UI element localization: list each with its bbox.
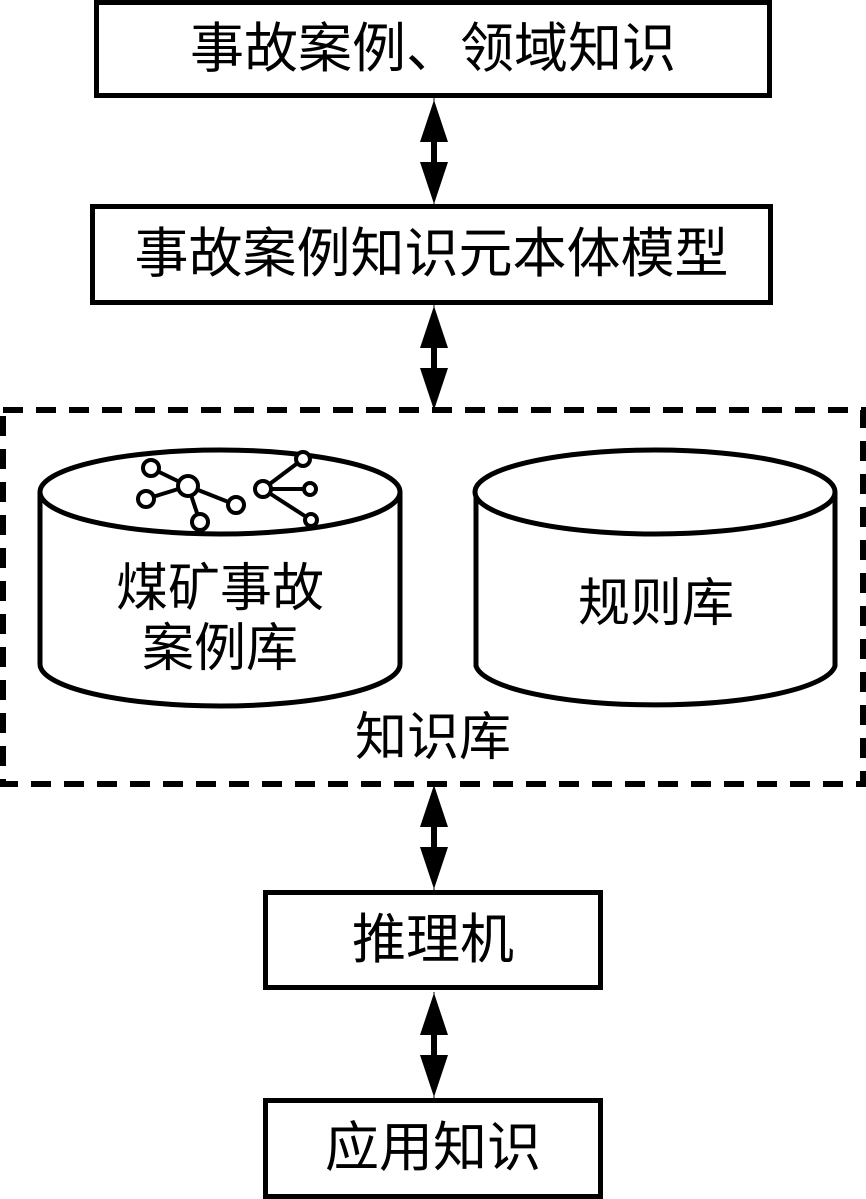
inference-box <box>263 890 603 990</box>
arrow-inference-application <box>420 992 448 1098</box>
arrow-knowledge-base-inference <box>420 785 448 890</box>
rule-database-cylinder <box>472 447 838 708</box>
rule-database-label: 规则库 <box>577 574 734 635</box>
case-database-label-line1: 煤矿事故 <box>115 559 324 620</box>
knowledge-base-label: 知识库 <box>354 708 511 769</box>
inference-label: 推理机 <box>352 907 514 971</box>
case-database-label: 煤矿事故 案例库 <box>60 550 380 690</box>
arrow-ontology-knowledge-base <box>420 305 448 410</box>
ontology-label: 事故案例知识元本体模型 <box>134 222 729 286</box>
case-database-label-line2: 案例库 <box>141 619 298 679</box>
source-label: 事故案例、领域知识 <box>190 16 676 80</box>
application-label: 应用知识 <box>325 1116 541 1180</box>
arrow-source-ontology <box>420 98 448 204</box>
knowledge-base-container <box>0 407 866 787</box>
application-box <box>263 1098 603 1199</box>
network-graph-icon <box>136 450 319 532</box>
source-box <box>94 0 772 98</box>
case-database-cylinder <box>37 447 403 709</box>
ontology-box <box>90 204 773 305</box>
